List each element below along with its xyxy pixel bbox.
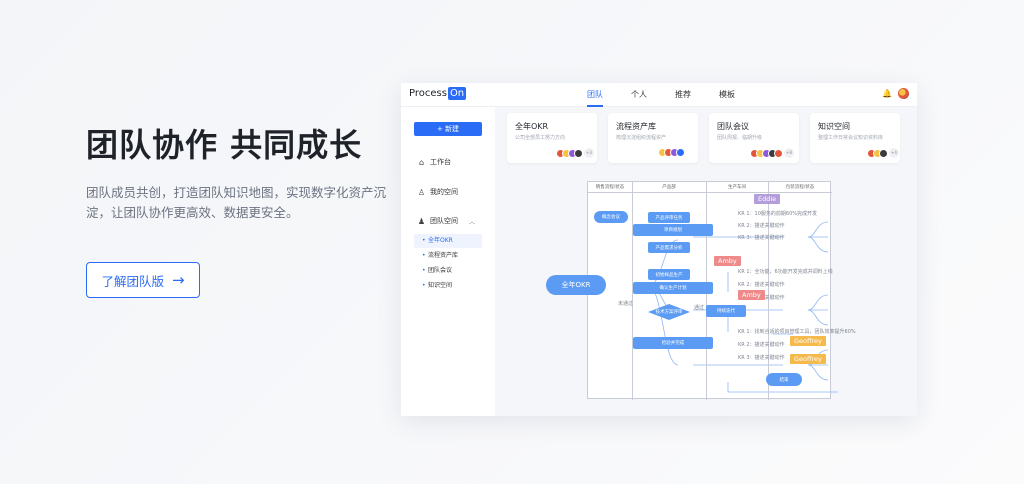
flow-node[interactable]: 产品需求分析 bbox=[648, 242, 690, 253]
decision-node[interactable]: 技术方案评审 bbox=[648, 304, 690, 320]
flow-node[interactable]: 概念会议 bbox=[594, 211, 628, 223]
kr-row: KR 2：描述关键动作 bbox=[738, 223, 785, 229]
chevron-up-icon: ︿ bbox=[469, 218, 476, 226]
more-count: +8 bbox=[784, 148, 794, 158]
sidebar-item-label: 团队空间 bbox=[430, 217, 458, 225]
kr-row: KR 2：描述关键动作 bbox=[738, 342, 785, 348]
flow-diagram[interactable]: 销售流程/状态 产品部 生产车间 包装流程/状态 全年OKR 概念会议 产品评审… bbox=[546, 181, 856, 400]
flow-node[interactable]: 检验并完成 bbox=[633, 337, 713, 349]
sidebar-item-my-space[interactable]: ♙ 我的空间 bbox=[417, 187, 458, 197]
kr-row: KR 3：描述关键动作 bbox=[738, 235, 785, 241]
card-subtitle: 公司全部员工努力方向 bbox=[515, 135, 566, 141]
card-subtitle: 整理工作日常会议知识资料库 bbox=[818, 135, 884, 141]
sidebar-item-team-space[interactable]: ♟ 团队空间 ︿ bbox=[417, 216, 475, 226]
sidebar-subitem-knowledge-space[interactable]: 知识空间 bbox=[414, 279, 482, 293]
card-subtitle: 团队周报、临期升级 bbox=[717, 135, 763, 141]
nav-team[interactable]: 团队 bbox=[587, 83, 603, 107]
reject-label: 未通过 bbox=[618, 301, 634, 307]
flow-node[interactable]: 初始样品生产 bbox=[648, 269, 690, 280]
cursor-tag-eddie: Eddie bbox=[754, 194, 781, 204]
sidebar-subitem-team-meeting[interactable]: 团队会议 bbox=[414, 264, 482, 278]
cursor-tag-amby: Amby bbox=[738, 290, 765, 300]
avatar bbox=[879, 148, 888, 158]
hero-title: 团队协作 共同成长 bbox=[86, 126, 363, 164]
main-nav: 团队 个人 推荐 模板 bbox=[587, 83, 735, 107]
learn-team-label: 了解团队版 bbox=[101, 273, 164, 289]
sidebar-item-label: 工作台 bbox=[430, 158, 451, 166]
card-avatars: +8 bbox=[750, 148, 794, 158]
flow-node[interactable]: 产品评审任务 bbox=[648, 212, 690, 223]
more-count: +3 bbox=[584, 148, 594, 158]
card-team-meeting[interactable]: 团队会议 团队周报、临期升级 +8 bbox=[709, 113, 799, 163]
kr-row: KR 1：全功能，6功能开发完成并调料上线 bbox=[738, 269, 833, 275]
arrow-right-icon: → bbox=[171, 271, 185, 289]
kr-row: KR 3：描述关键动作 bbox=[738, 355, 785, 361]
sidebar-item-workbench[interactable]: ⌂ 工作台 bbox=[417, 157, 451, 167]
bell-icon[interactable]: 🔔 bbox=[882, 89, 892, 98]
flow-node[interactable]: 确认生产计划 bbox=[633, 282, 713, 294]
nav-recommend[interactable]: 推荐 bbox=[675, 90, 691, 99]
avatar bbox=[676, 148, 685, 157]
card-avatars: +4 bbox=[867, 148, 899, 158]
avatar bbox=[774, 148, 783, 158]
card-knowledge-space[interactable]: 知识空间 整理工作日常会议知识资料库 +4 bbox=[810, 113, 900, 163]
lane-header: 销售流程/状态 bbox=[588, 182, 632, 193]
lane-divider bbox=[768, 182, 769, 400]
cursor-tag-geoffrey: Geoffrey bbox=[790, 354, 826, 364]
card-avatars bbox=[658, 148, 685, 157]
sidebar: + 新建 ⌂ 工作台 ♙ 我的空间 ♟ 团队空间 ︿ 全年OKR 流程资产库 团… bbox=[401, 107, 495, 416]
flow-node[interactable]: 项目规划 bbox=[633, 224, 713, 236]
team-icon: ♟ bbox=[417, 216, 426, 226]
avatar[interactable] bbox=[898, 88, 909, 99]
card-subtitle: 梳理沉淀组织流程资产 bbox=[616, 135, 667, 141]
nav-personal[interactable]: 个人 bbox=[631, 90, 647, 99]
lane-divider bbox=[632, 182, 633, 400]
card-title: 团队会议 bbox=[717, 122, 749, 131]
pass-label: 通过 bbox=[694, 305, 705, 311]
sidebar-subitem-process-library[interactable]: 流程资产库 bbox=[414, 249, 482, 263]
sidebar-subitem-okr[interactable]: 全年OKR bbox=[414, 234, 482, 248]
lane-header: 生产车间 bbox=[706, 182, 768, 193]
kr-row: KR 2：描述关键动作 bbox=[738, 282, 785, 288]
okr-main-node[interactable]: 全年OKR bbox=[546, 275, 606, 295]
learn-team-button[interactable]: 了解团队版 → bbox=[86, 262, 200, 298]
kr-row: KR 1：找到合适的项目管理工具，团队效率提升60% bbox=[738, 329, 856, 335]
cursor-tag-amby: Amby bbox=[714, 256, 741, 266]
more-count: +4 bbox=[889, 148, 899, 158]
hero-description: 团队成员共创，打造团队知识地图，实现数字化资产沉淀，让团队协作更高效、数据更安全… bbox=[86, 185, 387, 220]
nav-templates[interactable]: 模板 bbox=[719, 90, 735, 99]
sidebar-item-label: 我的空间 bbox=[430, 188, 458, 196]
new-button[interactable]: + 新建 bbox=[414, 122, 482, 136]
kr-row: KR 1：10服务的前期60%完成开发 bbox=[738, 211, 818, 217]
flow-node[interactable]: 持续迭代 bbox=[706, 305, 746, 317]
card-avatars: +3 bbox=[556, 148, 594, 158]
card-process-library[interactable]: 流程资产库 梳理沉淀组织流程资产 bbox=[608, 113, 698, 163]
logo-text: Process bbox=[409, 88, 447, 99]
avatar bbox=[574, 148, 583, 158]
logo-badge: On bbox=[447, 87, 467, 100]
user-icon: ♙ bbox=[417, 187, 426, 197]
cursor-tag-geoffrey: Geoffrey bbox=[790, 336, 826, 346]
card-title: 知识空间 bbox=[818, 122, 850, 131]
home-icon: ⌂ bbox=[418, 157, 425, 167]
end-node[interactable]: 结束 bbox=[766, 373, 802, 386]
card-okr[interactable]: 全年OKR 公司全部员工努力方向 +3 bbox=[507, 113, 597, 163]
card-title: 全年OKR bbox=[515, 122, 549, 131]
main-area: 全年OKR 公司全部员工努力方向 +3 流程资产库 梳理沉淀组织流程资产 团队会… bbox=[495, 107, 917, 416]
card-title: 流程资产库 bbox=[616, 122, 656, 131]
lane-header: 产品部 bbox=[632, 182, 706, 193]
lane-header: 包装流程/状态 bbox=[768, 182, 832, 193]
